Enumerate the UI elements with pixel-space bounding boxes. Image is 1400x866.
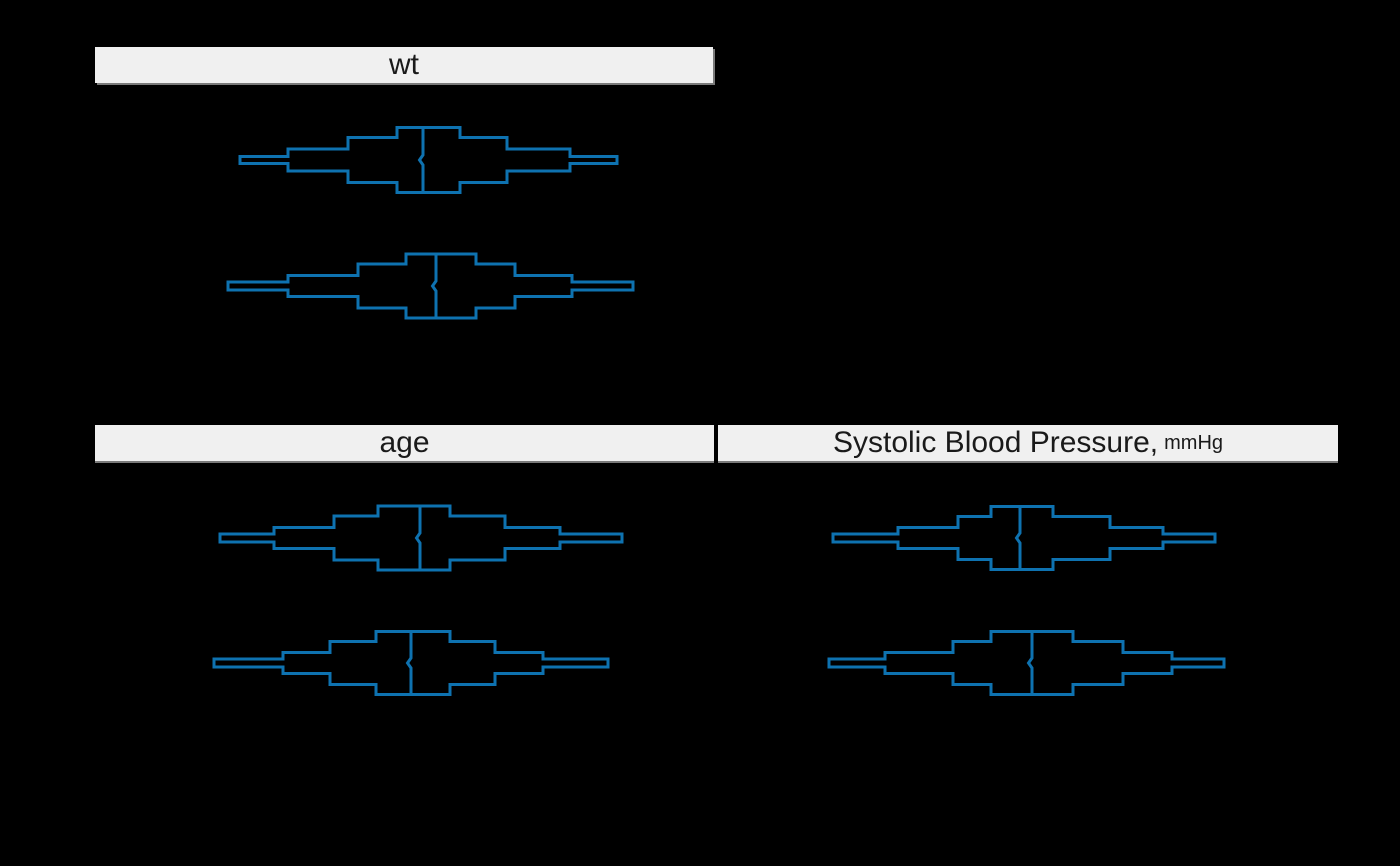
median-line — [417, 127, 425, 193]
boxplot-2-0 — [831, 505, 1217, 571]
boxplot-outline — [827, 630, 1226, 696]
facet-title-age: age — [379, 426, 430, 459]
boxplot-outline — [238, 126, 619, 194]
boxplot-outline — [226, 252, 635, 320]
boxplot-0-0 — [238, 126, 619, 194]
facet-title-systolic-blood-pressure: Systolic Blood Pressure, — [832, 426, 1159, 459]
median-line — [414, 506, 422, 570]
median-line — [1026, 631, 1034, 695]
boxplot-outline — [212, 630, 610, 696]
facet-header-age: age — [95, 425, 714, 461]
boxplot-1-0 — [218, 504, 624, 572]
median-line — [405, 631, 413, 695]
facet-header-wt: wt — [95, 47, 713, 83]
boxplot-outline — [831, 505, 1217, 571]
boxplot-outline — [218, 504, 624, 572]
boxplot-0-1 — [226, 252, 635, 320]
facet-header-systolic-blood-pressure: Systolic Blood Pressure,mmHg — [718, 425, 1338, 461]
boxplot-2-1 — [827, 630, 1226, 696]
median-line — [430, 254, 438, 318]
facet-unit-mmhg: mmHg — [1164, 432, 1224, 454]
median-line — [1014, 506, 1022, 570]
boxplot-1-1 — [212, 630, 610, 696]
facet-title-wt: wt — [389, 48, 419, 81]
